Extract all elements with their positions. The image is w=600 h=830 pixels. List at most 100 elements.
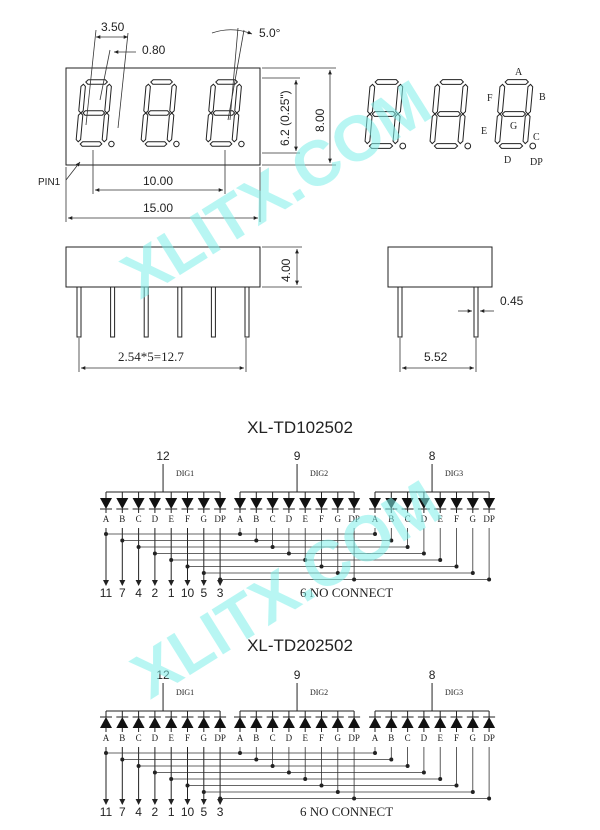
junction-dot	[104, 532, 108, 536]
slant-line-vertical	[229, 27, 239, 121]
bottom-pin-6	[244, 286, 250, 338]
no-connect-note: 6 NO CONNECT	[300, 585, 393, 600]
diode-symbol	[466, 717, 479, 728]
junction-dot	[254, 538, 259, 543]
seg-label-g: G	[201, 733, 208, 743]
front-digit-2-seg-e	[140, 112, 149, 143]
seg-label-g: G	[470, 514, 477, 524]
no-connect-note: 6 NO CONNECT	[300, 804, 393, 819]
circuit-2-title: XL-TD202502	[247, 636, 353, 655]
front-view: 3.50 0.80 5.0° 6.2 (0.25") 8.00 PIN1 10.…	[38, 20, 336, 222]
front-digit-1-seg-c	[101, 112, 110, 143]
seg-letter-e: E	[481, 126, 487, 137]
seg-label-e: E	[437, 733, 443, 743]
seg-label-dp: DP	[348, 733, 360, 743]
diode-symbol	[483, 498, 496, 509]
junction-dot	[438, 558, 443, 562]
pin-number-11: 11	[100, 586, 113, 600]
detail-digit-3-seg-f	[497, 83, 506, 115]
seg-label-e: E	[168, 514, 174, 524]
junction-dot	[286, 770, 291, 775]
seg-label-b: B	[253, 733, 259, 743]
junction-dot	[487, 796, 492, 801]
diode-symbol	[331, 717, 344, 728]
diode-symbol	[165, 498, 178, 509]
bottom-pin-1	[76, 286, 82, 338]
seg-label-c: C	[270, 733, 276, 743]
seg-label-a: A	[103, 733, 110, 743]
seg-label-f: F	[185, 514, 190, 524]
junction-dot	[254, 757, 259, 762]
junction-dot	[169, 558, 174, 562]
junction-dot	[487, 577, 492, 582]
pin-arrow	[200, 580, 207, 586]
detail-digit-1-seg-g	[371, 111, 397, 117]
seg-label-e: E	[437, 514, 443, 524]
seg-label-c: C	[405, 514, 411, 524]
pitch-label: 3.50	[101, 20, 125, 34]
pin-number-10: 10	[181, 805, 195, 819]
front-digit-1-seg-f	[78, 83, 86, 114]
pin-number-4: 4	[135, 586, 142, 600]
detail-digit-3	[494, 79, 537, 150]
pin-number-7: 7	[119, 805, 126, 819]
pin1-leader	[65, 161, 81, 181]
detail-digits	[364, 79, 537, 150]
junction-dot	[421, 770, 426, 775]
diode-symbol	[315, 717, 328, 728]
diode-symbol	[282, 717, 295, 728]
front-digit-1-seg-d	[79, 141, 103, 147]
junction-dot	[120, 757, 125, 762]
detail-digit-2-seg-g	[436, 111, 462, 117]
seg-width-label: 0.80	[142, 43, 166, 57]
detail-digit-3-seg-c	[522, 113, 531, 145]
front-digit-2	[140, 79, 180, 148]
detail-digit-1-seg-c	[392, 113, 401, 145]
diode-symbol	[483, 717, 496, 728]
diode-symbol	[450, 498, 463, 509]
front-digit-3-seg-e	[205, 112, 214, 143]
digit-label-dig2: DIG2	[310, 688, 328, 697]
digit-label-dig1: DIG1	[176, 688, 194, 697]
side-width-label: 5.52	[424, 350, 448, 364]
pin-number-3: 3	[217, 805, 224, 819]
pin-arrow	[168, 580, 175, 586]
front-digit-2-seg-g	[147, 110, 171, 116]
detail-digit-2-seg-c	[457, 113, 466, 145]
detail-digit-3-seg-g	[501, 111, 527, 117]
diode-symbol	[214, 498, 227, 509]
front-digit-2-seg-c	[166, 112, 175, 143]
digit-label-dig2: DIG2	[310, 469, 328, 478]
junction-dot	[335, 571, 340, 575]
seg-label-g: G	[335, 514, 342, 524]
seg-label-e: E	[302, 514, 308, 524]
junction-dot	[270, 764, 275, 768]
pin-arrow	[168, 799, 175, 805]
diode-symbol	[401, 498, 414, 509]
seg-label-d: D	[152, 733, 159, 743]
diode-symbol	[181, 498, 194, 509]
detail-digit-2-seg-b	[460, 83, 469, 115]
slant-label: 5.0°	[259, 26, 281, 40]
diode-symbol	[234, 498, 246, 509]
side-pin-right	[473, 286, 479, 338]
front-view-digits	[75, 79, 245, 148]
front-digit-3-dp	[238, 140, 245, 148]
seg-label-a: A	[103, 514, 110, 524]
detail-digit-3-seg-e	[494, 113, 503, 145]
front-digit-1-seg-a	[85, 79, 109, 85]
diode-symbol	[369, 498, 381, 509]
seg-label-g: G	[335, 733, 342, 743]
pin-arrow	[200, 799, 207, 805]
diode-symbol	[197, 717, 210, 728]
diode-symbol	[299, 498, 312, 509]
diode-symbol	[401, 717, 414, 728]
pin-dia-label: 0.45	[500, 294, 524, 308]
seg-label-b: B	[119, 733, 125, 743]
side-view: 0.45 5.52	[387, 246, 524, 372]
diode-symbol	[148, 717, 161, 728]
junction-dot	[152, 551, 157, 556]
